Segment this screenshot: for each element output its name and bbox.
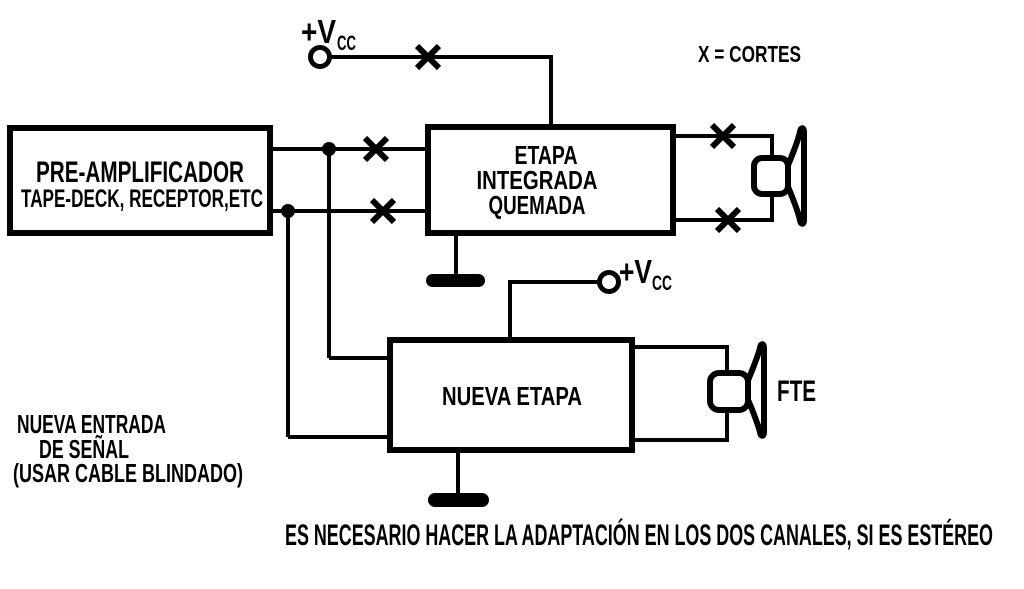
preamp-box — [7, 125, 273, 236]
burned-stage-label-line3: QUEMADA — [489, 190, 586, 220]
new-stage-box — [387, 337, 635, 453]
cut-x-icon — [369, 197, 397, 225]
new-input-label-line3: (USAR CABLE BLINDADO) — [13, 458, 243, 488]
speaker-cone — [743, 341, 767, 439]
speaker-label: FTE — [777, 375, 816, 408]
ground-icon — [426, 274, 485, 287]
new-input-label-line1: NUEVA ENTRADA — [17, 409, 166, 439]
junction-dot-icon — [281, 204, 295, 218]
speaker-icon — [707, 341, 767, 439]
burned-stage-box — [425, 124, 676, 236]
cut-legend: X = CORTES — [698, 41, 801, 67]
new-stage-label: NUEVA ETAPA — [442, 381, 582, 411]
ground-icon — [428, 493, 489, 507]
vcc-terminal-icon — [308, 45, 332, 69]
speaker-driver — [707, 370, 751, 413]
burned-stage-label-line1: ETAPA — [515, 140, 578, 170]
cut-x-icon — [714, 206, 742, 234]
vcc-bottom-label: +V — [619, 253, 652, 290]
speaker-cone — [783, 125, 807, 227]
speaker-driver — [751, 155, 791, 197]
cut-x-icon — [414, 43, 442, 71]
vcc-bottom-subscript: CC — [652, 272, 672, 295]
cut-marks-group — [362, 43, 742, 234]
junction-dot-icon — [322, 142, 336, 156]
speaker-icon — [751, 125, 807, 227]
preamp-label-line2: TAPE-DECK, RECEPTOR,ETC — [21, 185, 263, 213]
vcc-top-label: +V — [301, 13, 336, 50]
vcc-top-subscript: CC — [337, 32, 356, 55]
new-input-label-line2: DE SEÑAL — [39, 434, 129, 464]
cut-x-icon — [362, 135, 390, 163]
burned-stage-label-line2: INTEGRADA — [477, 165, 598, 195]
preamp-label-line1: PRE-AMPLIFICADOR — [36, 156, 244, 189]
bottom-note: ES NECESARIO HACER LA ADAPTACIÓN EN LOS … — [285, 518, 993, 552]
vcc-terminal-icon — [597, 270, 621, 294]
cut-x-icon — [709, 122, 737, 150]
